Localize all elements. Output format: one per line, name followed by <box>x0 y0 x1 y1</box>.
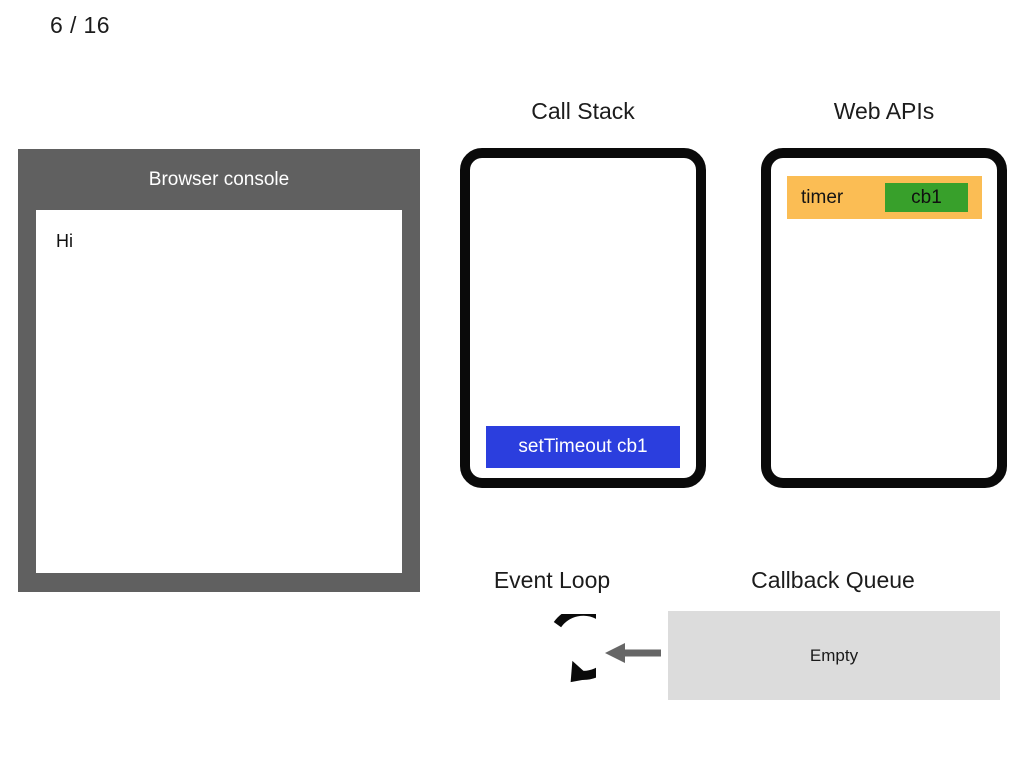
browser-console-title: Browser console <box>148 169 290 190</box>
browser-console-panel: Browser console Hi <box>18 149 420 592</box>
call-stack-box: setTimeout cb1 <box>460 148 706 488</box>
callback-queue-heading: Callback Queue <box>751 567 915 593</box>
circular-arrow-icon <box>518 606 620 692</box>
left-arrow-icon <box>603 641 663 665</box>
web-apis-heading: Web APIs <box>833 98 935 124</box>
call-stack-frames: setTimeout cb1 <box>470 158 696 478</box>
web-apis-entries: timer cb1 <box>771 158 997 478</box>
call-stack-frame: setTimeout cb1 <box>486 426 680 468</box>
web-api-entry-label: timer <box>801 187 844 208</box>
event-loop-heading: Event Loop <box>493 567 611 593</box>
call-stack-heading: Call Stack <box>531 98 635 124</box>
web-api-entry-callback: cb1 <box>885 183 968 212</box>
console-output-list: Hi <box>56 228 392 254</box>
web-api-entry: timer cb1 <box>787 176 982 219</box>
web-apis-box: timer cb1 <box>761 148 1007 488</box>
console-line: Hi <box>56 231 73 251</box>
callback-queue-status: Empty <box>809 645 859 665</box>
slide-counter: 6 / 16 <box>50 12 110 38</box>
callback-queue-box: Empty <box>668 611 1000 700</box>
browser-console-screen: Hi <box>36 210 402 573</box>
